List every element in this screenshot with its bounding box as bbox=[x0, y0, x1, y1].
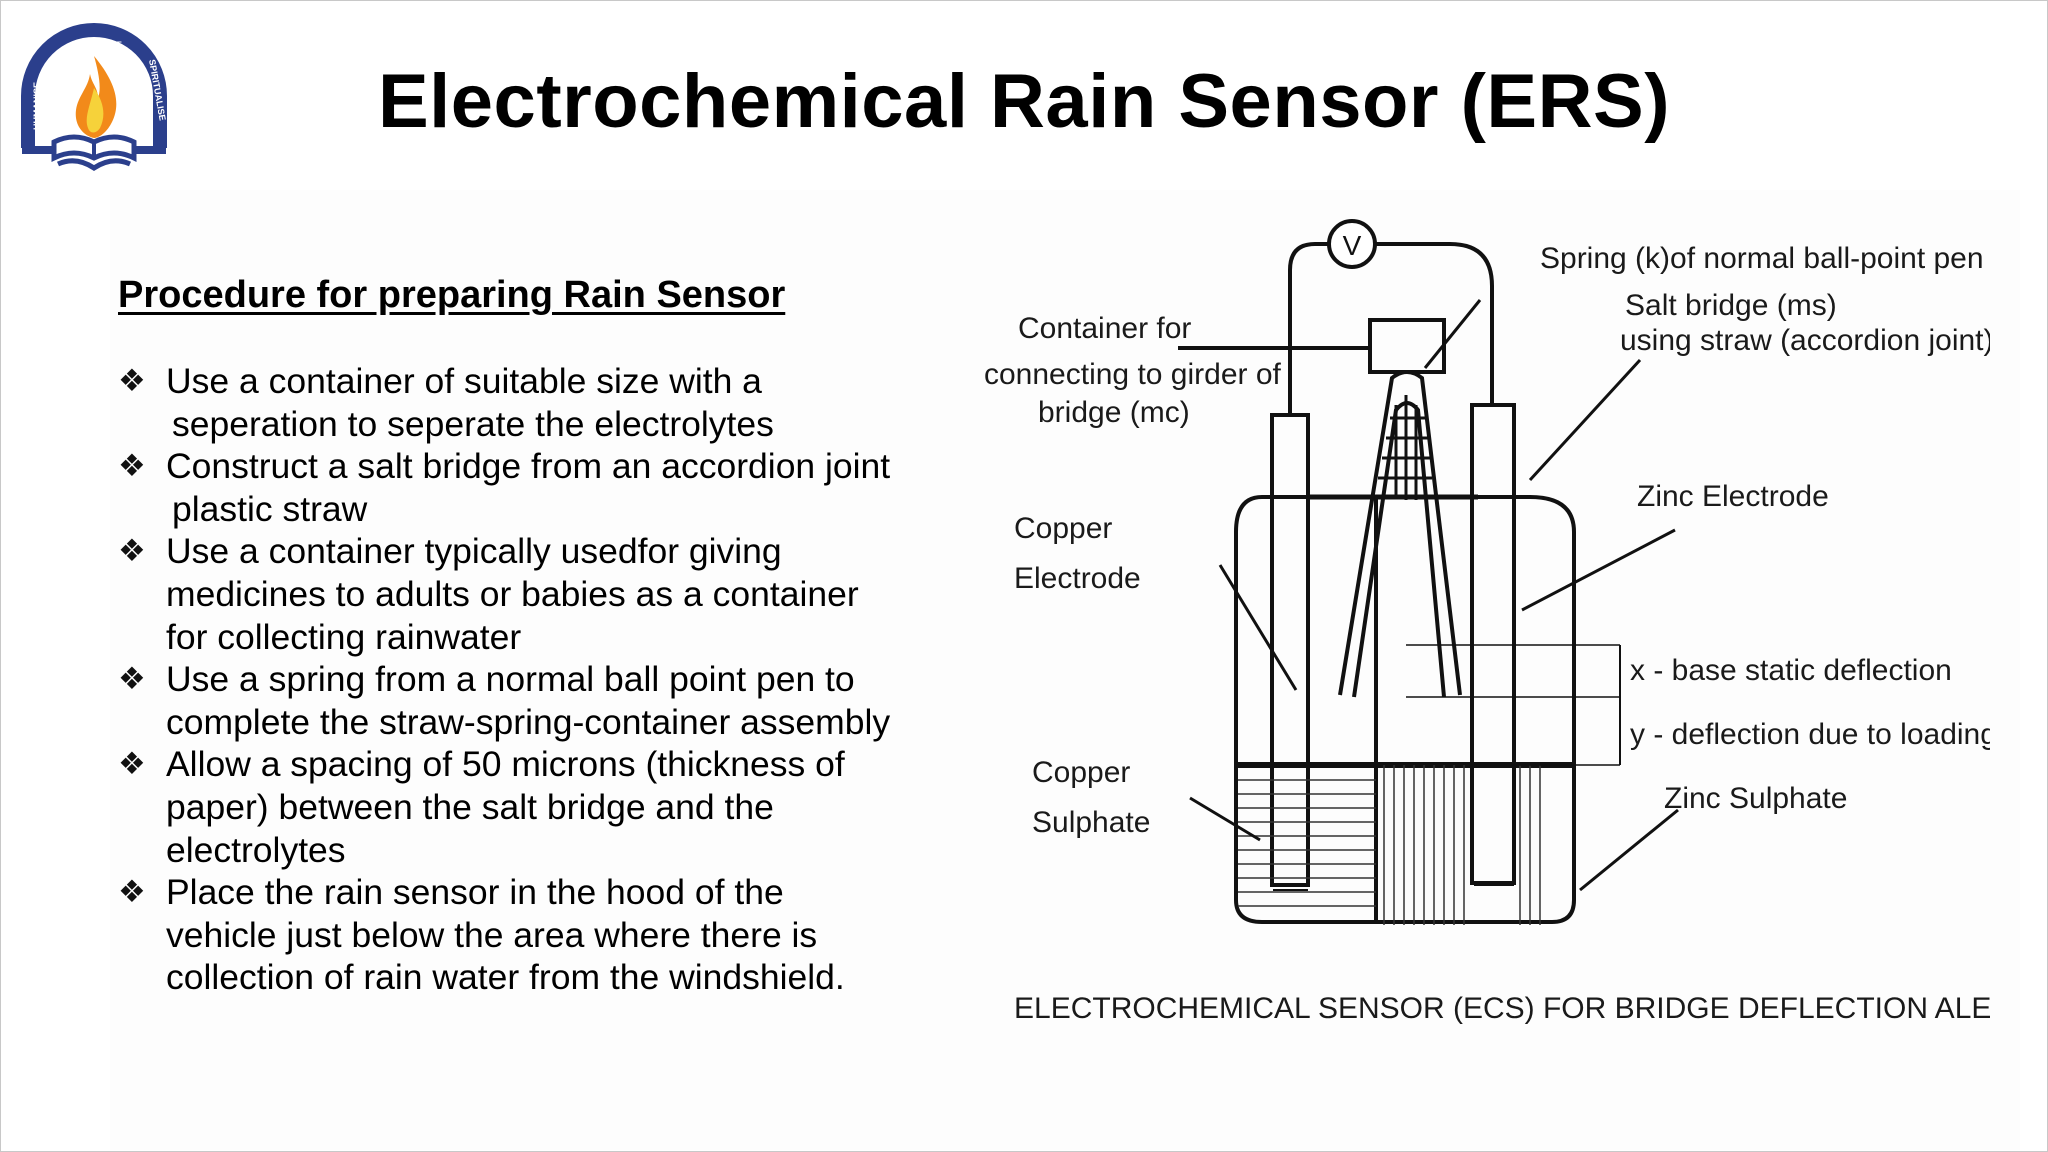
procedure-step-line: complete the straw-spring-container asse… bbox=[166, 701, 891, 742]
label-zinc-electrode: Zinc Electrode bbox=[1637, 480, 1829, 513]
copper-sulphate-hatch bbox=[1238, 779, 1376, 907]
bullet-icon: ❖ bbox=[118, 448, 146, 484]
electrochemical-sensor-diagram: V Container for connecting to girder of … bbox=[984, 219, 1990, 1025]
bullet-icon: ❖ bbox=[118, 661, 146, 697]
procedure-step-line: seperation to seperate the electrolytes bbox=[172, 403, 774, 444]
procedure-steps: ❖ Use a container of suitable size with a… bbox=[118, 360, 968, 999]
label-copper-sulphate-1: Copper bbox=[1032, 756, 1130, 789]
flame-icon bbox=[75, 56, 117, 138]
logo-text-left: HUMANISE bbox=[32, 82, 42, 130]
procedure-step-line: Construct a salt bridge from an accordio… bbox=[166, 446, 891, 487]
voltmeter-symbol: V bbox=[1343, 230, 1362, 261]
procedure-step-line: collection of rain water from the windsh… bbox=[166, 957, 845, 998]
procedure-step: ❖ Place the rain sensor in the hood of th… bbox=[118, 871, 968, 999]
procedure-step-line: electrolytes bbox=[166, 829, 346, 870]
bullet-icon: ❖ bbox=[118, 746, 146, 782]
procedure-step-line: vehicle just below the area where there … bbox=[166, 914, 818, 955]
zinc-electrode bbox=[1470, 403, 1516, 885]
procedure-step-line: Use a container typically usedfor giving bbox=[166, 531, 782, 572]
procedure-step: ❖ Use a spring from a normal ball point p… bbox=[118, 658, 968, 743]
bullet-icon: ❖ bbox=[118, 363, 146, 398]
procedure-step-line: paper) between the salt bridge and the bbox=[166, 786, 774, 827]
procedure-heading: Procedure for preparing Rain Sensor bbox=[118, 274, 786, 316]
book-icon bbox=[51, 134, 137, 172]
procedure-step-line: medicines to adults or babies as a conta… bbox=[166, 573, 859, 614]
bullet-icon: ❖ bbox=[118, 533, 146, 569]
slide-title: Electrochemical Rain Sensor (ERS) bbox=[377, 59, 1671, 144]
procedure-step-line: Place the rain sensor in the hood of the bbox=[166, 872, 784, 913]
label-salt-bridge-2: using straw (accordion joint) bbox=[1620, 324, 1990, 357]
copper-electrode bbox=[1270, 413, 1310, 887]
wire-left bbox=[1288, 242, 1328, 415]
label-x-deflection: x - base static deflection bbox=[1630, 654, 1952, 687]
procedure-step-line: Allow a spacing of 50 microns (thickness… bbox=[166, 744, 845, 785]
wire-right bbox=[1376, 242, 1494, 405]
content-area bbox=[110, 190, 2020, 1150]
label-copper-electrode-2: Electrode bbox=[1014, 562, 1141, 595]
procedure-step: ❖ Construct a salt bridge from an accordi… bbox=[118, 445, 968, 530]
diagram-caption: ELECTROCHEMICAL SENSOR (ECS) FOR BRIDGE … bbox=[1014, 992, 1990, 1025]
zinc-sulphate-hatch bbox=[1383, 765, 1541, 925]
label-container-1: Container for bbox=[1018, 312, 1191, 345]
label-container-2: connecting to girder of bbox=[984, 358, 1282, 391]
outer-container bbox=[1234, 495, 1576, 924]
label-zinc-sulphate: Zinc Sulphate bbox=[1664, 782, 1847, 815]
label-copper-sulphate-2: Sulphate bbox=[1032, 806, 1150, 839]
procedure-step-line: for collecting rainwater bbox=[166, 616, 522, 657]
label-salt-bridge-1: Salt bridge (ms) bbox=[1625, 289, 1837, 322]
bullet-icon: ❖ bbox=[118, 874, 146, 910]
procedure-step: ❖ Allow a spacing of 50 microns (thicknes… bbox=[118, 743, 968, 871]
procedure-step: ❖ Use a container of suitable size with a… bbox=[118, 360, 968, 445]
procedure-step-line: Use a container of suitable size with a bbox=[166, 361, 762, 401]
salt-bridge-straw bbox=[1338, 370, 1462, 696]
spring-coils bbox=[1378, 395, 1432, 500]
procedure-step-line: Use a spring from a normal ball point pe… bbox=[166, 659, 855, 700]
institution-logo: EQUALISE HUMANISE SPIRITUALISE bbox=[21, 23, 168, 172]
label-spring: Spring (k)of normal ball-point pen bbox=[1540, 242, 1984, 275]
voltmeter: V bbox=[1327, 219, 1377, 269]
girder-connector-box bbox=[1368, 318, 1446, 374]
deflection-markers bbox=[1406, 644, 1621, 766]
logo-text-top: EQUALISE bbox=[76, 40, 122, 50]
procedure-step: ❖ Use a container typically usedfor givin… bbox=[118, 530, 968, 658]
label-container-3: bridge (mc) bbox=[1038, 396, 1190, 429]
procedure-step-line: plastic straw bbox=[172, 488, 368, 529]
label-y-deflection: y - deflection due to loading bbox=[1630, 718, 1990, 751]
label-copper-electrode-1: Copper bbox=[1014, 512, 1112, 545]
